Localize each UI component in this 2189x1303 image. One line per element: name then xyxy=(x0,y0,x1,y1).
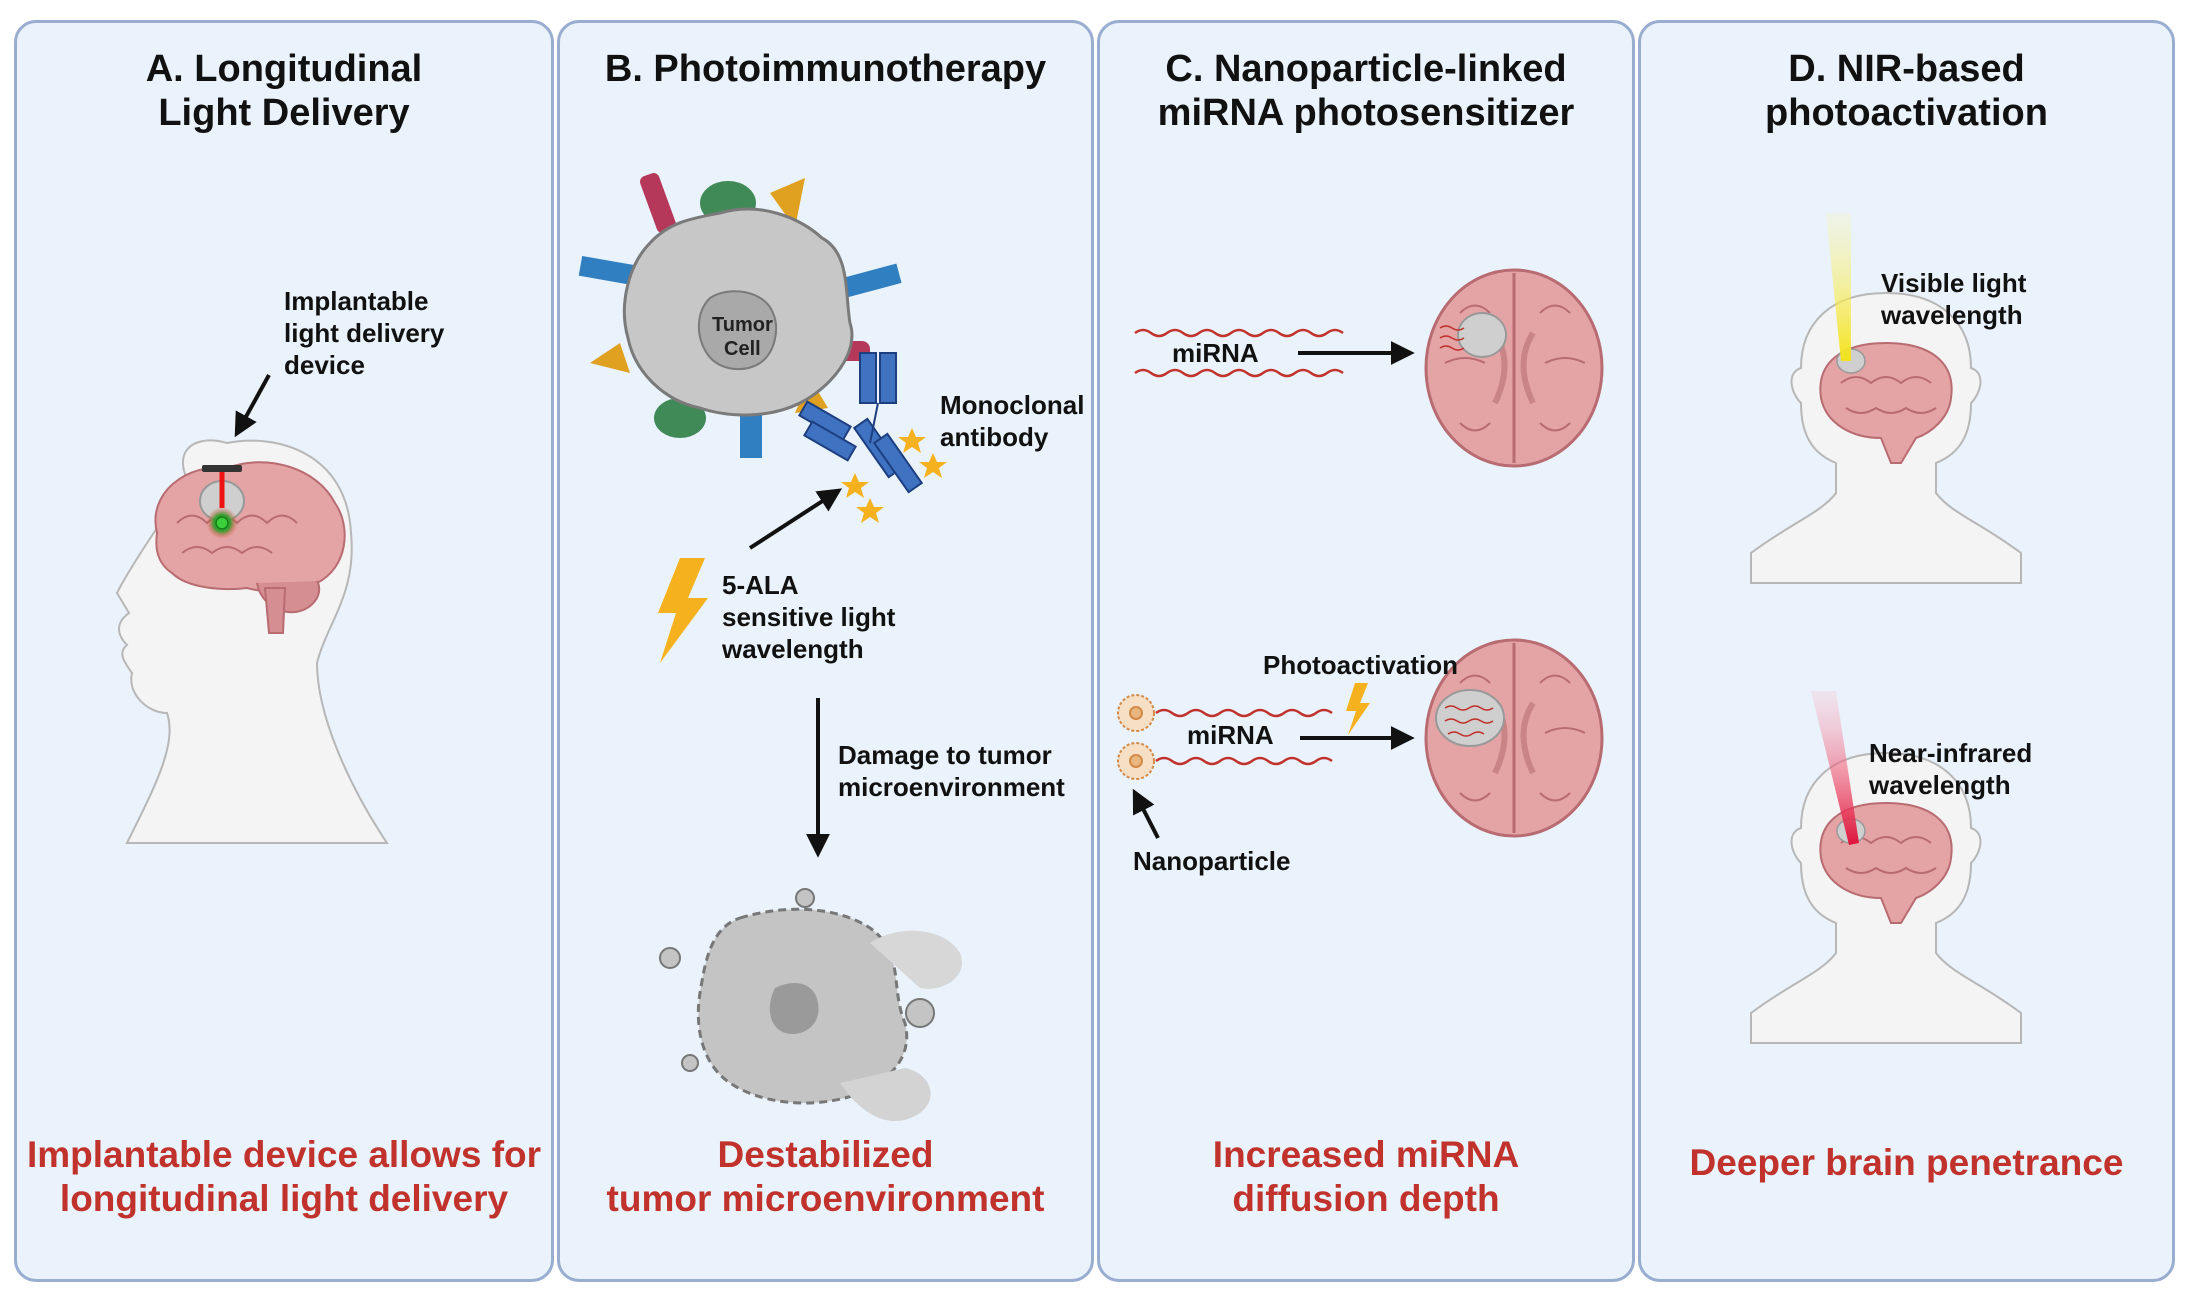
tumor-cell-label: Tumor Cell xyxy=(712,313,773,361)
panel-d: D. NIR-based photoactivation Visible lig… xyxy=(1638,20,2175,1282)
near-infrared-label: Near-infrared wavelength xyxy=(1869,737,2032,801)
light-label-line-1: 5-ALA xyxy=(722,570,799,600)
antibody-label-line-1: Monoclonal xyxy=(940,390,1085,420)
antibody-label-line-2: antibody xyxy=(940,422,1049,452)
device-label-line-1: Implantable xyxy=(284,286,429,316)
light-wavelength-label: 5-ALA sensitive light wavelength xyxy=(722,569,895,665)
panel-a-title-line-1: A. Longitudinal xyxy=(145,48,423,90)
damage-label: Damage to tumor microenvironment xyxy=(838,739,1065,803)
tumor-cell-label-line-2: Cell xyxy=(724,338,761,360)
mirna-strand-icon xyxy=(1134,328,1344,338)
panel-b-summary-line-1: Destabilized xyxy=(717,1134,934,1175)
panel-a-summary: Implantable device allows for longitudin… xyxy=(17,1133,551,1221)
lightning-icon xyxy=(1346,683,1370,735)
tumor-icon xyxy=(1435,689,1505,747)
panel-a-title-line-2: Light Delivery xyxy=(158,92,410,134)
monoclonal-antibody-icon xyxy=(797,352,924,494)
lightning-icon xyxy=(658,558,708,663)
nir-label-line-1: Near-infrared xyxy=(1869,738,2033,768)
nir-illustration xyxy=(1750,213,2022,1044)
light-label-line-3: wavelength xyxy=(722,634,864,664)
near-infrared-beam-icon xyxy=(1811,691,1859,845)
damage-label-line-2: microenvironment xyxy=(838,772,1065,802)
brain-axial-bottom-icon xyxy=(1424,638,1604,838)
monoclonal-antibody-label: Monoclonal antibody xyxy=(940,389,1084,453)
panel-d-summary-line-1: Deeper brain penetrance xyxy=(1689,1142,2124,1183)
panel-d-title-line-2: photoactivation xyxy=(1765,92,2048,134)
panel-a-summary-line-2: longitudinal light delivery xyxy=(59,1178,509,1219)
panel-b-summary-line-2: tumor microenvironment xyxy=(606,1178,1045,1219)
mirna-label-bottom: miRNA xyxy=(1187,720,1274,750)
nanoparticle-pointer-arrow xyxy=(1132,788,1160,839)
panel-c-title-line-2: miRNA photosensitizer xyxy=(1157,92,1575,134)
visible-light-beam-icon xyxy=(1826,213,1851,361)
panel-b-title-line-1: B. Photoimmunotherapy xyxy=(604,48,1047,90)
mirna-label-top: miRNA xyxy=(1172,338,1259,368)
light-to-antibody-arrow xyxy=(748,488,843,550)
brain-icon xyxy=(154,461,346,594)
head-front-bottom-icon xyxy=(1750,691,2022,1044)
brainstem-icon xyxy=(263,587,287,634)
device-pointer-arrow xyxy=(234,374,271,438)
panel-d-title-line-1: D. NIR-based xyxy=(1788,48,2025,90)
implantable-device-label: Implantable light delivery device xyxy=(284,285,444,381)
panel-a: A. Longitudinal Light Delivery Implantab… xyxy=(14,20,554,1282)
panel-a-title: A. Longitudinal Light Delivery xyxy=(17,47,551,135)
panel-c-summary: Increased miRNA diffusion depth xyxy=(1100,1133,1632,1221)
implant-device-icon xyxy=(202,465,242,472)
visible-label-line-1: Visible light xyxy=(1881,268,2027,298)
panel-c-summary-line-2: diffusion depth xyxy=(1232,1178,1500,1219)
head-front-top-icon xyxy=(1750,213,2022,584)
panel-a-summary-line-1: Implantable device allows for xyxy=(26,1134,542,1175)
panel-c: C. Nanoparticle-linked miRNA photosensit… xyxy=(1097,20,1635,1282)
damage-label-line-1: Damage to tumor xyxy=(838,740,1052,770)
photoactivation-label: Photoactivation xyxy=(1263,650,1459,680)
brain-axial-top-icon xyxy=(1424,268,1604,468)
device-label-line-3: device xyxy=(284,350,365,380)
panel-c-title-line-1: C. Nanoparticle-linked xyxy=(1165,48,1567,90)
device-label-line-2: light delivery xyxy=(284,318,445,348)
panel-b-title: B. Photoimmunotherapy xyxy=(560,47,1091,91)
visible-label-line-2: wavelength xyxy=(1881,300,2023,330)
panel-d-summary: Deeper brain penetrance xyxy=(1641,1141,2172,1185)
tumor-icon xyxy=(1457,312,1507,358)
light-label-line-2: sensitive light xyxy=(722,602,896,632)
nanoparticle-icon xyxy=(1117,694,1155,780)
nanoparticle-label: Nanoparticle xyxy=(1133,846,1291,876)
photoimmunotherapy-illustration xyxy=(578,173,962,1122)
panel-b-summary: Destabilized tumor microenvironment xyxy=(560,1133,1091,1221)
visible-light-label: Visible light wavelength xyxy=(1881,267,2026,331)
panel-b: B. Photoimmunotherapy xyxy=(557,20,1094,1282)
tumor-cell-label-line-1: Tumor xyxy=(712,314,773,336)
panel-c-title: C. Nanoparticle-linked miRNA photosensit… xyxy=(1100,47,1632,135)
nir-label-line-2: wavelength xyxy=(1869,770,2011,800)
nucleus-icon xyxy=(697,290,778,371)
panel-c-summary-line-1: Increased miRNA xyxy=(1212,1134,1520,1175)
panel-d-title: D. NIR-based photoactivation xyxy=(1641,47,2172,135)
head-profile-illustration xyxy=(115,374,389,844)
mirna-illustration xyxy=(1117,268,1604,839)
photosensitizer-icon xyxy=(841,428,947,523)
